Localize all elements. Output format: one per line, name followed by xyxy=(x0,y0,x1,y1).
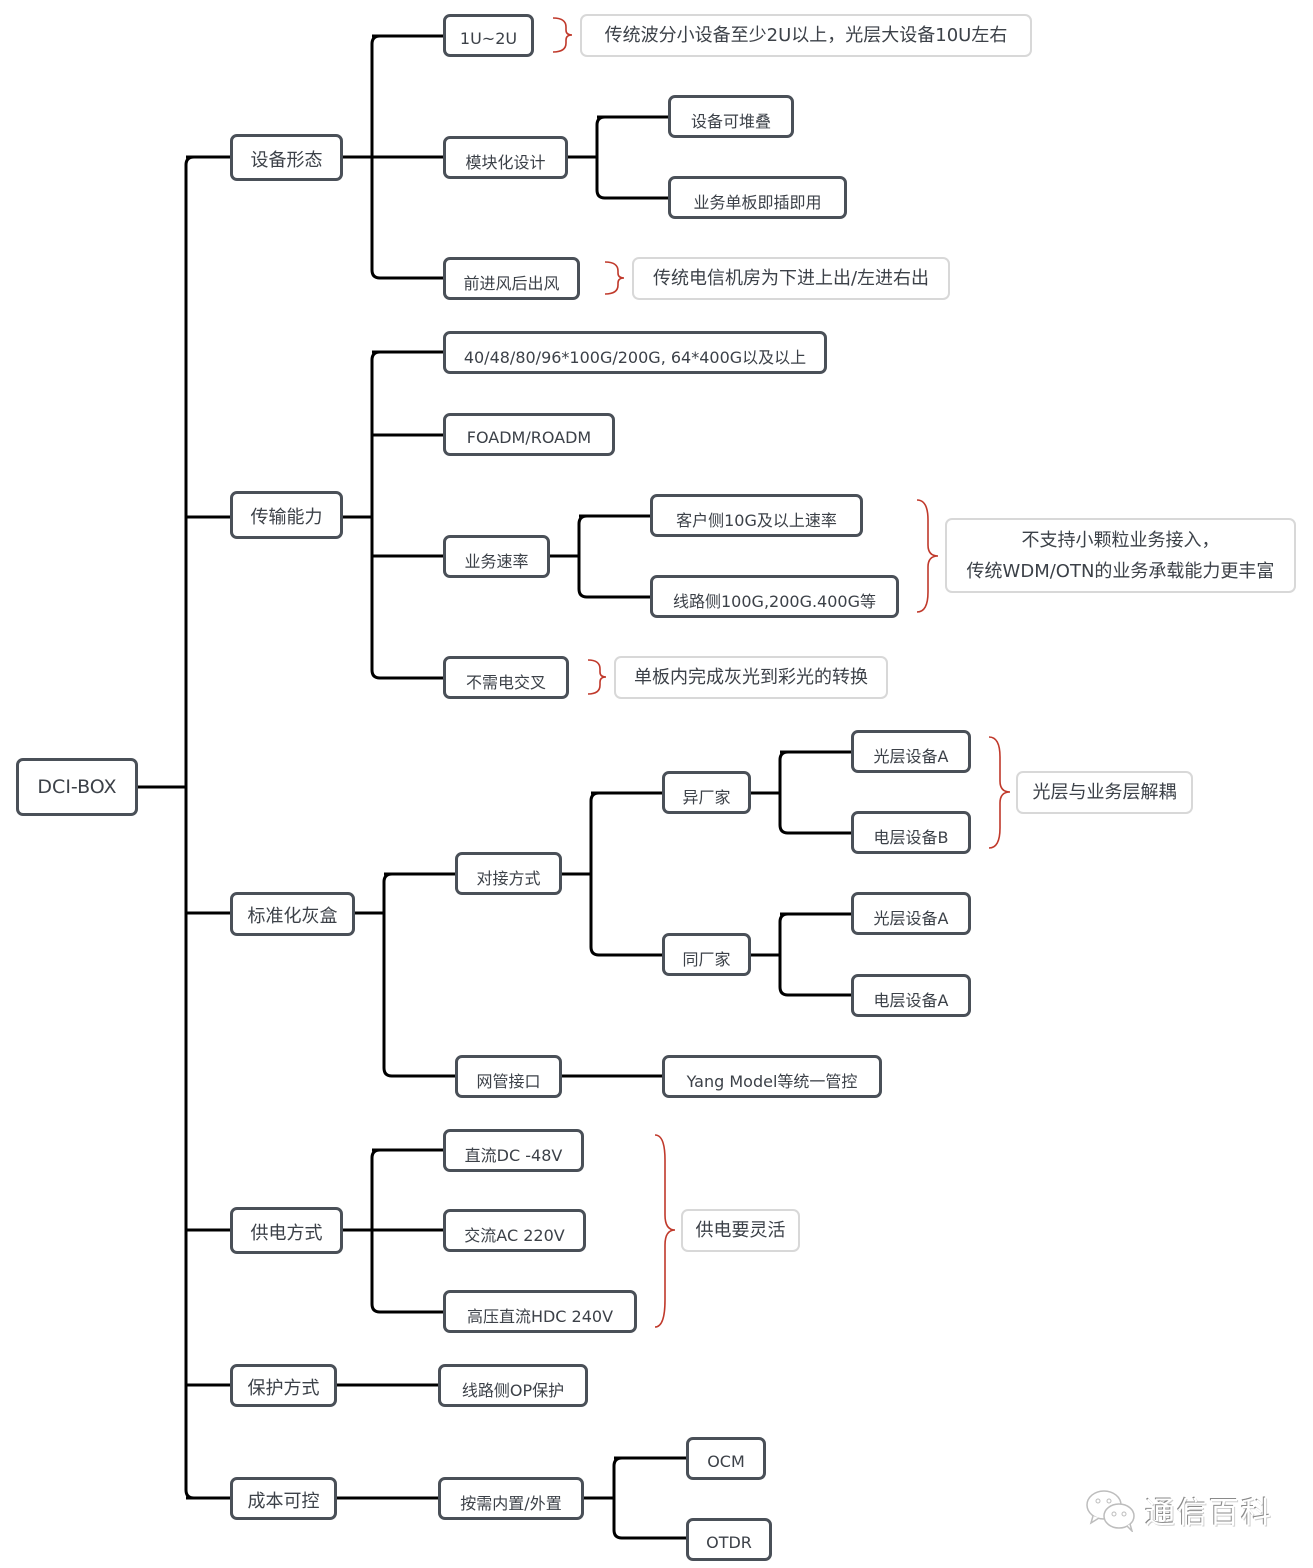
node-label: 网管接口 xyxy=(476,1071,541,1091)
node-sv-electrical-a[interactable]: 电层设备A xyxy=(851,974,971,1017)
node-label: 传输能力 xyxy=(250,507,323,528)
root-label: DCI-BOX xyxy=(37,776,117,798)
node-label: 业务速率 xyxy=(464,551,529,571)
node-label: 同厂家 xyxy=(682,949,731,969)
watermark-text: 通信百科 xyxy=(1145,1496,1273,1531)
node-label: OTDR xyxy=(706,1533,752,1552)
note-text-line: 传统WDM/OTN的业务承载能力更丰富 xyxy=(966,560,1275,582)
node-label: 不需电交叉 xyxy=(465,672,546,692)
note-transport-rate: 不支持小颗粒业务接入， 传统WDM/OTN的业务承载能力更丰富 xyxy=(945,518,1296,593)
node-label: 标准化灰盒 xyxy=(247,906,338,927)
node-form-size[interactable]: 1U~2U xyxy=(443,14,534,57)
node-label: 交流AC 220V xyxy=(464,1225,565,1245)
node-builtin-external[interactable]: 按需内置/外置 xyxy=(438,1477,584,1520)
brace-multi-vendor xyxy=(988,736,1011,849)
note-power: 供电要灵活 xyxy=(681,1209,800,1252)
node-stackable[interactable]: 设备可堆叠 xyxy=(668,95,794,138)
wechat-icon xyxy=(1086,1490,1135,1532)
node-ocm[interactable]: OCM xyxy=(686,1437,766,1480)
note-multi-vendor: 光层与业务层解耦 xyxy=(1016,771,1193,814)
connector-trunk xyxy=(184,155,195,1500)
node-form[interactable]: 设备形态 xyxy=(230,134,343,181)
node-form-modular[interactable]: 模块化设计 xyxy=(443,136,568,179)
note-text: 光层与业务层解耦 xyxy=(1032,782,1177,803)
node-label: 成本可控 xyxy=(247,1490,320,1512)
brace-form-size xyxy=(552,17,573,53)
node-nms[interactable]: 网管接口 xyxy=(455,1055,562,1098)
root-node[interactable]: DCI-BOX xyxy=(16,758,138,816)
node-multi-vendor[interactable]: 异厂家 xyxy=(662,771,751,814)
node-power-dc[interactable]: 直流DC -48V xyxy=(443,1129,584,1172)
node-plug-and-play[interactable]: 业务单板即插即用 xyxy=(668,176,847,219)
node-label: 线路侧100G,200G.400G等 xyxy=(673,591,876,611)
note-text: 传统电信机房为下进上出/左进右出 xyxy=(652,268,930,289)
brace-airflow xyxy=(604,261,625,295)
node-transport-oadm[interactable]: FOADM/ROADM xyxy=(443,413,615,456)
node-transport-no-cross[interactable]: 不需电交叉 xyxy=(443,656,569,699)
node-client-rate[interactable]: 客户侧10G及以上速率 xyxy=(650,494,863,537)
node-mv-electrical-b[interactable]: 电层设备B xyxy=(851,811,971,854)
node-label: OCM xyxy=(707,1452,745,1471)
node-op-protection[interactable]: 线路侧OP保护 xyxy=(438,1364,588,1407)
watermark: 通信百科 xyxy=(1085,1488,1273,1532)
node-label: 客户侧10G及以上速率 xyxy=(676,510,837,530)
node-power-ac[interactable]: 交流AC 220V xyxy=(443,1209,586,1252)
node-label: FOADM/ROADM xyxy=(466,428,592,447)
node-label: 前进风后出风 xyxy=(463,273,560,293)
node-label: 对接方式 xyxy=(476,868,541,888)
node-label: 异厂家 xyxy=(682,787,731,807)
node-label: 保护方式 xyxy=(247,1377,320,1399)
node-sv-optical-a[interactable]: 光层设备A xyxy=(851,892,971,935)
node-interconnect[interactable]: 对接方式 xyxy=(455,852,562,895)
node-protection[interactable]: 保护方式 xyxy=(230,1364,337,1407)
node-label: 光层设备A xyxy=(873,746,949,766)
node-label: 光层设备A xyxy=(873,908,949,928)
note-text-line: 不支持小颗粒业务接入， xyxy=(1021,529,1220,551)
node-label: 设备可堆叠 xyxy=(690,111,771,131)
node-yang-model[interactable]: Yang Model等统一管控 xyxy=(662,1055,882,1098)
node-label: 模块化设计 xyxy=(465,152,546,172)
brace-no-cross xyxy=(587,659,607,695)
node-label: 线路侧OP保护 xyxy=(461,1380,565,1400)
brace-power xyxy=(654,1134,676,1328)
node-label: 按需内置/外置 xyxy=(460,1493,562,1513)
node-power[interactable]: 供电方式 xyxy=(230,1207,343,1254)
note-form-airflow: 传统电信机房为下进上出/左进右出 xyxy=(632,257,950,300)
note-text: 单板内完成灰光到彩光的转换 xyxy=(634,667,868,688)
node-label: 1U~2U xyxy=(459,29,518,48)
node-transport-capacity[interactable]: 40/48/80/96*100G/200G, 64*400G以及以上 xyxy=(443,331,827,374)
note-text: 传统波分小设备至少2U以上，光层大设备10U左右 xyxy=(604,25,1008,46)
node-transport-rate[interactable]: 业务速率 xyxy=(443,535,550,578)
note-form-size: 传统波分小设备至少2U以上，光层大设备10U左右 xyxy=(580,14,1032,57)
node-label: 高压直流HDC 240V xyxy=(466,1306,614,1326)
node-label: 电层设备B xyxy=(873,827,949,847)
node-same-vendor[interactable]: 同厂家 xyxy=(662,933,751,976)
node-power-hdc[interactable]: 高压直流HDC 240V xyxy=(443,1290,637,1333)
brace-rate xyxy=(916,499,939,613)
node-form-airflow[interactable]: 前进风后出风 xyxy=(443,257,580,300)
node-label: 设备形态 xyxy=(250,149,323,171)
node-cost[interactable]: 成本可控 xyxy=(230,1477,337,1520)
node-label: 40/48/80/96*100G/200G, 64*400G以及以上 xyxy=(463,347,807,367)
node-label: 直流DC -48V xyxy=(464,1145,563,1165)
node-greybox[interactable]: 标准化灰盒 xyxy=(230,892,355,936)
node-label: 业务单板即插即用 xyxy=(693,192,822,212)
node-label: Yang Model等统一管控 xyxy=(686,1071,858,1091)
node-transport[interactable]: 传输能力 xyxy=(230,491,343,539)
note-transport-no-cross: 单板内完成灰光到彩光的转换 xyxy=(614,656,888,699)
node-label: 电层设备A xyxy=(873,990,949,1010)
node-line-rate[interactable]: 线路侧100G,200G.400G等 xyxy=(650,575,899,618)
node-mv-optical-a[interactable]: 光层设备A xyxy=(851,730,971,773)
note-text: 供电要灵活 xyxy=(695,1220,786,1241)
node-otdr[interactable]: OTDR xyxy=(686,1518,772,1561)
node-label: 供电方式 xyxy=(250,1222,323,1244)
